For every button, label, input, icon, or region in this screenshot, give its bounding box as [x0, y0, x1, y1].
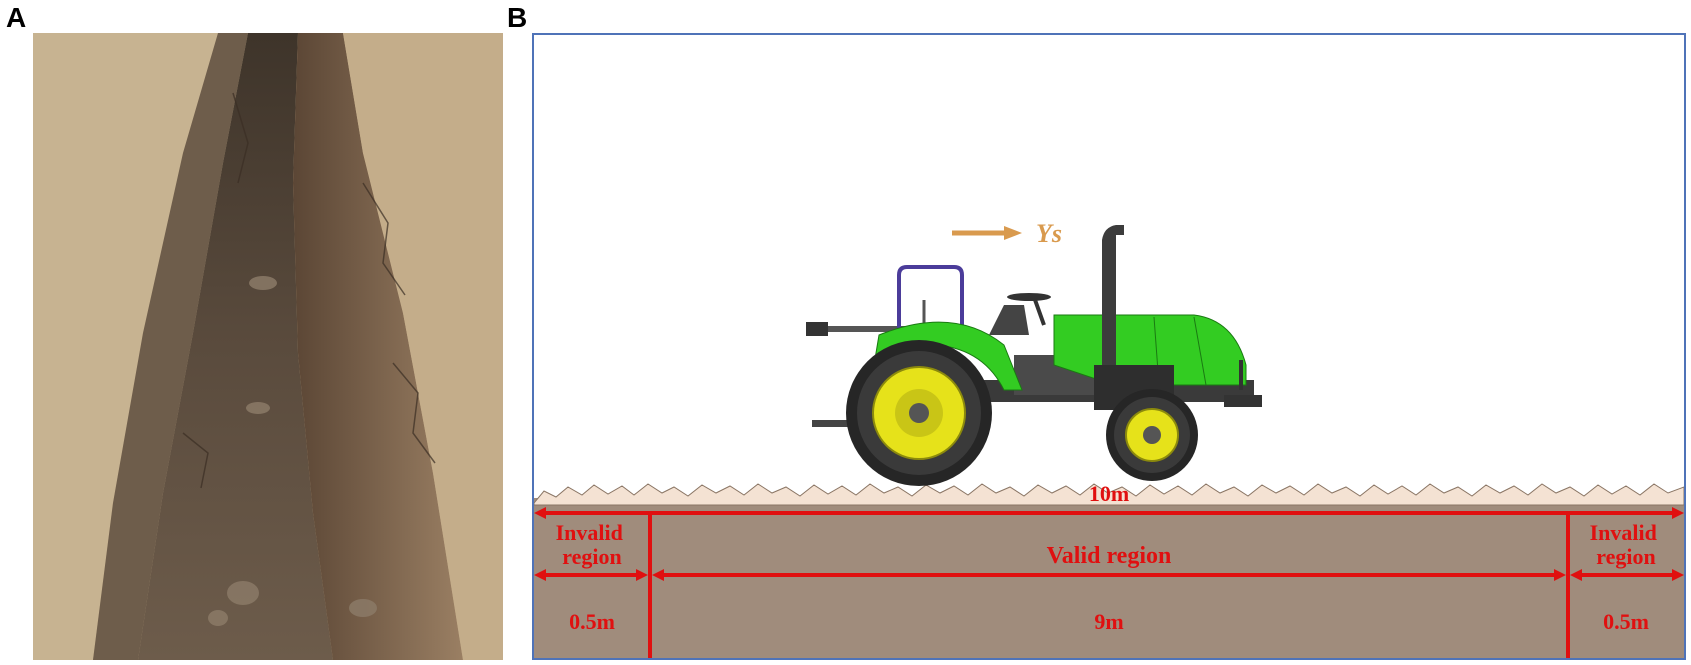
right-invalid-region-label: Invalid region — [1590, 520, 1663, 569]
soil-bin-schematic: Ys — [532, 33, 1686, 660]
direction-label: Ys — [1036, 219, 1062, 248]
soil-bed — [534, 498, 1684, 658]
tractor — [806, 225, 1262, 486]
trench-photo — [33, 33, 503, 660]
left-invalid-region-label: Invalid region — [556, 520, 629, 569]
panel-label-b: B — [507, 2, 528, 33]
travel-direction-arrow — [952, 226, 1022, 240]
dimension-lines — [534, 507, 1684, 658]
soil-surface — [534, 483, 1684, 506]
total-length-label: 10m — [1089, 481, 1129, 506]
valid-region-label: Valid region — [1047, 543, 1172, 569]
valid-length: 9m — [1094, 609, 1123, 634]
panel-label-a: A — [6, 2, 27, 33]
right-invalid-length: 0.5m — [1603, 609, 1649, 634]
rear-wheel — [846, 340, 992, 486]
left-invalid-length: 0.5m — [569, 609, 615, 634]
front-wheel — [1106, 389, 1198, 481]
